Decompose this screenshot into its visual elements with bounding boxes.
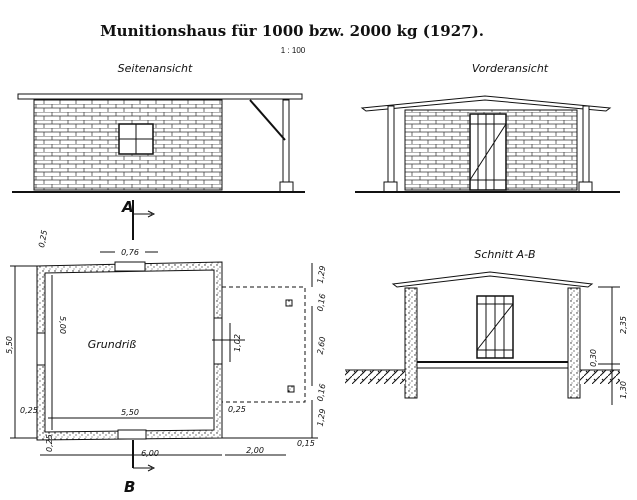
dim-wall-right: 0,25 <box>228 405 246 414</box>
dim-post-top: 0,16 <box>316 293 328 312</box>
dim-inner-width: 5,50 <box>121 408 139 417</box>
dim-wall-top: 0,25 <box>37 229 49 248</box>
side-view-label: Seitenansicht <box>118 62 193 75</box>
plan-label: Grundriß <box>88 338 137 351</box>
section-marker-a: A <box>121 198 156 240</box>
dim-wall-bottom: 0,25 <box>45 434 54 452</box>
dim-post-size: 0,15 <box>297 439 315 448</box>
side-elevation: Seitenansicht <box>12 62 305 193</box>
svg-text:A: A <box>121 198 134 216</box>
dim-wall-left: 0,25 <box>20 406 38 415</box>
floor-plan: Grundriß 0,25 0,76 5,50 5,00 1,02 0,25 5… <box>5 229 328 458</box>
drawing-title: Munitionshaus für 1000 bzw. 2000 kg (192… <box>100 22 484 40</box>
dim-section-floor: 0,30 <box>589 349 598 367</box>
dim-section-foundation: 1,30 <box>619 381 628 399</box>
front-elevation: Vorderansicht <box>355 62 620 193</box>
dim-canopy-depth: 2,00 <box>246 446 264 455</box>
dim-post-bottom: 0,16 <box>316 383 328 402</box>
dim-door-width: 1,02 <box>233 334 242 352</box>
section-label: Schnitt A-B <box>474 248 535 261</box>
dim-post-spacing: 2,60 <box>316 336 328 355</box>
dim-section-height: 2,35 <box>619 316 628 334</box>
dim-outer-width: 6,00 <box>141 449 159 458</box>
dim-window-width: 0,76 <box>121 248 139 257</box>
dim-outer-depth: 5,50 <box>5 336 14 354</box>
front-view-label: Vorderansicht <box>472 62 549 75</box>
dim-post-offset-top: 1,29 <box>316 265 328 284</box>
scale-label: 1 : 100 <box>281 46 306 55</box>
dim-inner-depth: 5,00 <box>58 316 67 334</box>
svg-text:B: B <box>124 478 135 496</box>
section-a-b: Schnitt A-B 2,35 0,30 1,30 <box>345 248 628 405</box>
dim-post-offset-bottom: 1,29 <box>316 408 328 427</box>
section-marker-b: B <box>124 440 156 496</box>
